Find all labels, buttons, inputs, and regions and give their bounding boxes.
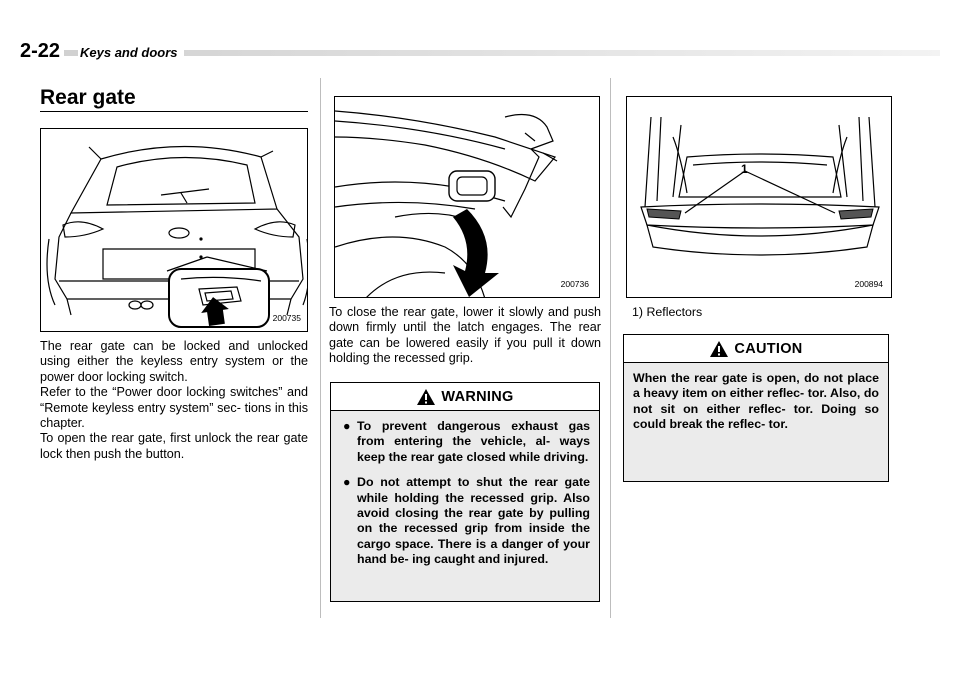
warning-header: WARNING [331, 383, 599, 411]
section-title: Keys and doors [78, 45, 184, 61]
figure-code: 200735 [272, 313, 301, 323]
figure-close-rear-gate: 200736 [334, 96, 600, 298]
warning-item-text: Do not attempt to shut the rear gate whi… [357, 475, 590, 567]
warning-body: ● To prevent dangerous exhaust gas from … [331, 411, 599, 576]
bullet: ● [343, 419, 351, 433]
warning-box: WARNING ● To prevent dangerous exhaust g… [330, 382, 600, 602]
paragraph-lock-methods: The rear gate can be locked and unlocked… [40, 339, 308, 384]
callout-number: 1 [741, 162, 748, 176]
page-heading: Rear gate [40, 86, 136, 109]
heading-rule [40, 111, 308, 112]
caution-triangle-icon [710, 340, 729, 357]
figure-rear-gate-button: 200735 [40, 128, 308, 332]
page-header: 2-22 Keys and doors [20, 40, 940, 64]
caution-text: When the rear gate is open, do not place… [633, 371, 879, 432]
warning-triangle-icon [417, 388, 436, 405]
reflector-caption: 1) Reflectors [632, 305, 703, 319]
figure-code: 200736 [560, 279, 589, 289]
middle-body-text: To close the rear gate, lower it slowly … [329, 305, 601, 367]
caution-body: When the rear gate is open, do not place… [624, 363, 888, 441]
warning-item: ● Do not attempt to shut the rear gate w… [343, 475, 590, 567]
paragraph-refer: Refer to the “Power door locking switche… [40, 385, 308, 431]
bullet: ● [343, 475, 351, 490]
page-number: 2-22 [20, 40, 65, 62]
warning-item: ● To prevent dangerous exhaust gas from … [343, 419, 590, 465]
caution-box: CAUTION When the rear gate is open, do n… [623, 334, 889, 482]
caution-header: CAUTION [624, 335, 888, 363]
figure-reflectors: 1 200894 [626, 96, 892, 298]
left-body-text: The rear gate can be locked and unlocked… [40, 339, 308, 462]
paragraph-open: To open the rear gate, first unlock the … [40, 431, 308, 461]
figure-code: 200894 [854, 279, 883, 289]
rear-gate-grip-illustration [335, 110, 558, 297]
warning-item-text: To prevent dangerous exhaust gas from en… [357, 419, 590, 464]
caution-label: CAUTION [734, 340, 803, 357]
column-divider-right [610, 78, 611, 618]
paragraph-close: To close the rear gate, lower it slowly … [329, 305, 601, 366]
header-rule [20, 50, 940, 56]
cargo-reflector-illustration: 1 [640, 116, 880, 256]
warning-label: WARNING [441, 388, 514, 405]
rear-gate-car-illustration [46, 145, 307, 328]
column-divider-left [320, 78, 321, 618]
